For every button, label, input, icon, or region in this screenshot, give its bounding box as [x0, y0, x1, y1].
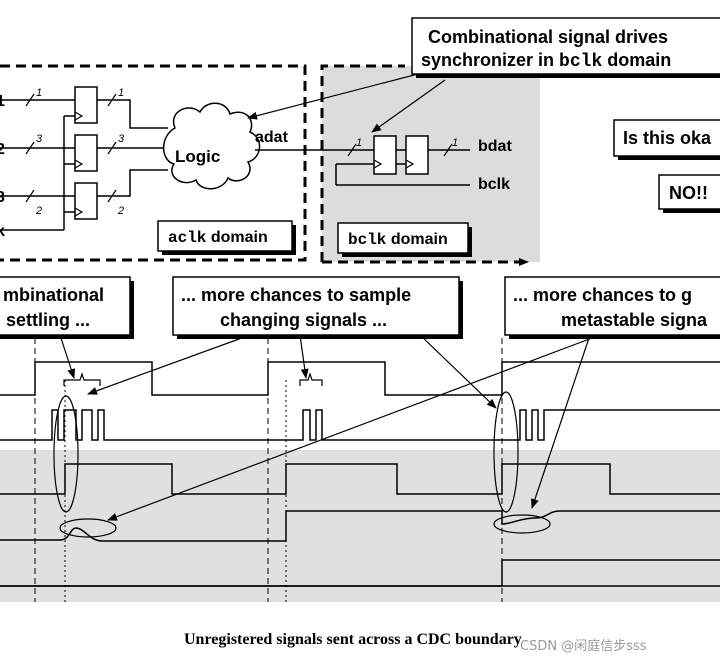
bus-width-out-1: 1	[118, 87, 124, 99]
wave-adat	[0, 409, 720, 441]
aclk-domain-box	[157, 220, 293, 252]
callout-sample-line1: ... more chances to sample	[181, 285, 411, 305]
adat-label: adat	[255, 129, 289, 146]
wave-bdat1	[0, 510, 720, 542]
bus-width-in-3: 3	[36, 133, 43, 145]
highlight-ellipses	[53, 391, 551, 538]
register-output-wires	[97, 99, 168, 197]
callout-metastable-box	[504, 276, 720, 336]
callout-sample-line2: changing signals ...	[220, 310, 387, 330]
callout-no-box	[658, 174, 720, 210]
callout-okay-box	[613, 119, 720, 157]
waveforms	[0, 361, 720, 587]
bclk-label: bclk	[478, 176, 510, 193]
adat-slash	[347, 143, 357, 157]
waveform-arrows	[59, 334, 601, 521]
figure-caption: Unregistered signals sent across a CDC b…	[184, 631, 522, 648]
arrow-to-adat	[247, 73, 419, 120]
wave-aclk	[0, 361, 720, 396]
sync-clock-triangles	[373, 159, 415, 169]
sync-wires	[335, 149, 470, 186]
callout-okay-text: Is this oka	[623, 128, 712, 148]
callout-metastable-line2: metastable signa	[561, 310, 708, 330]
input-label-2: 2	[0, 141, 5, 158]
aclk-registers	[74, 86, 98, 220]
bus-width-in-2: 2	[35, 205, 42, 217]
bdat-label: bdat	[478, 138, 512, 155]
bus-width-out-2: 2	[117, 205, 124, 217]
bclk-domain-box	[337, 222, 469, 254]
bdat-slash	[443, 143, 453, 157]
input-label-3: 3	[0, 189, 5, 206]
wave-bdat2-rise	[0, 559, 720, 587]
callout-drives-line2: synchronizer in bclk domain	[421, 50, 671, 72]
input-label-clk: k	[0, 223, 5, 240]
register-clock-triangles	[74, 111, 84, 217]
logic-cloud	[162, 102, 261, 190]
callout-drives-box	[411, 17, 720, 75]
callout-drives-line1: Combinational signal drives	[428, 27, 668, 47]
bclk-domain-label: bclk domain	[348, 231, 448, 249]
input-label-1: 1	[0, 93, 5, 110]
logic-label: Logic	[175, 147, 220, 166]
bclk-waveform-bg	[0, 450, 720, 602]
callout-settling-box	[0, 276, 131, 336]
glitch-braces	[63, 372, 323, 386]
callout-settling-line1: mbinational	[3, 285, 104, 305]
sync-width-2: 1	[452, 137, 458, 149]
callout-sample-box	[172, 276, 460, 336]
input-wires	[0, 99, 75, 231]
watermark: CSDN @闲庭信步sss	[520, 638, 647, 654]
arrow-to-sync	[371, 79, 446, 133]
callout-metastable-line1: ... more chances to g	[513, 285, 692, 305]
bus-width-out-3: 3	[118, 133, 125, 145]
bclk-domain-boundary	[320, 64, 529, 266]
aclk-domain-boundary	[0, 64, 307, 262]
sync-width-1: 1	[356, 137, 362, 149]
aclk-domain-label: aclk domain	[168, 229, 268, 247]
wave-bclk	[0, 463, 720, 495]
bus-width-in-1: 1	[36, 87, 42, 99]
callout-no-text: NO!!	[669, 183, 708, 203]
callout-settling-line2: settling ...	[6, 310, 90, 330]
